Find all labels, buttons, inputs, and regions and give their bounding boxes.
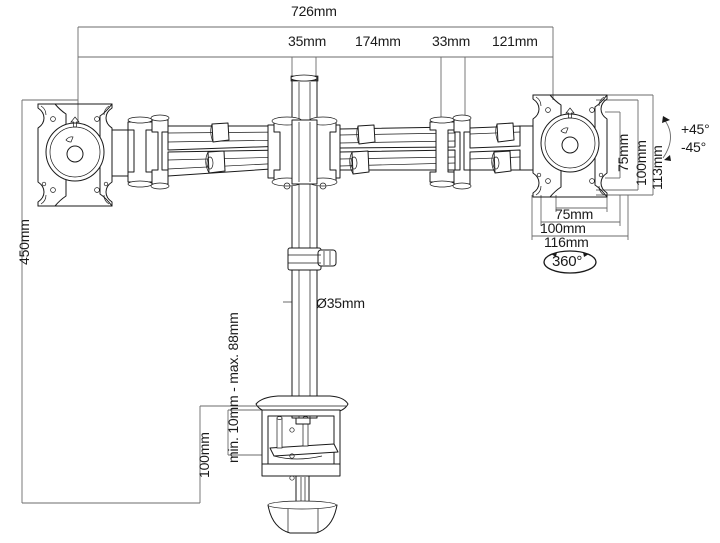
dim-vesa-v-113: 113mm <box>649 145 665 190</box>
rotation-360-symbol <box>543 250 597 274</box>
dim-clamp-height: 100mm <box>196 432 212 478</box>
right-arm-outer <box>469 122 521 174</box>
dim-vesa-v-100: 100mm <box>633 140 649 186</box>
left-arm <box>167 122 287 177</box>
center-arm-hub <box>267 116 341 190</box>
dim-height-450: 450mm <box>16 219 32 265</box>
dim-clamp-range: min. 10mm - max. 88mm <box>225 312 241 463</box>
dim-vesa-h-116: 116mm <box>544 234 589 250</box>
right-tilt-knuckle <box>429 114 472 190</box>
desk-clamp <box>255 395 349 534</box>
pole-collar <box>287 247 337 271</box>
dim-tilt-down: -45° <box>681 139 707 155</box>
left-vesa-plate <box>37 103 129 207</box>
dim-overall-width: 726mm <box>291 3 337 19</box>
dim-seg-121: 121mm <box>492 33 538 49</box>
dimension-lines <box>21 26 654 504</box>
dim-vesa-h-75: 75mm <box>555 206 594 222</box>
dim-vesa-v-75: 75mm <box>615 133 631 172</box>
dim-tilt-up: +45° <box>681 121 710 137</box>
dim-seg-35: 35mm <box>288 33 327 49</box>
dim-vesa-h-100: 100mm <box>540 220 586 236</box>
dim-pole-diameter: Ø35mm <box>316 295 365 311</box>
tilt-arc-symbol <box>662 116 671 161</box>
dim-seg-33: 33mm <box>432 33 471 49</box>
left-tilt-knuckle <box>127 114 170 190</box>
right-vesa-plate <box>519 94 608 198</box>
dim-seg-174: 174mm <box>355 33 401 49</box>
dim-rotation-360: 360° <box>552 253 583 270</box>
